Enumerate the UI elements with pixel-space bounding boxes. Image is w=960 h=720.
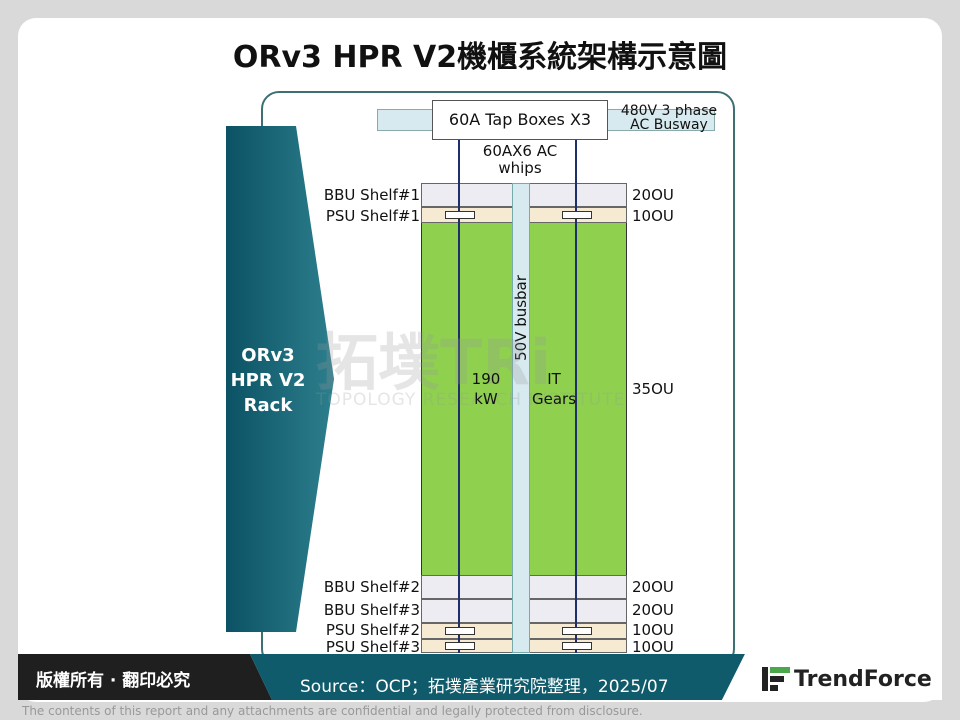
page-title: ORv3 HPR V2機櫃系統架構示意圖 xyxy=(232,40,728,75)
shelf-size: 10OU xyxy=(632,621,674,639)
rack-arrow-line: HPR V2 xyxy=(230,370,306,391)
psu-connector xyxy=(562,627,592,635)
brand-name: TrendForce xyxy=(794,667,932,692)
ac-whip-cable-right xyxy=(575,140,577,653)
psu-connector xyxy=(562,211,592,219)
shelf-label: BBU Shelf#3 xyxy=(323,601,420,619)
shelf-size: 10OU xyxy=(632,638,674,656)
rack-arrow-shape xyxy=(226,126,334,632)
shelf-size: 20OU xyxy=(632,601,674,619)
dc-busbar xyxy=(512,183,530,653)
whips-label-line: 60AX6 AC xyxy=(482,142,558,160)
bottom-band xyxy=(18,654,942,700)
shelf-label: PSU Shelf#3 xyxy=(325,638,420,656)
shelf-label: BBU Shelf#1 xyxy=(323,186,420,204)
watermark-logo: 拓墣TRi xyxy=(316,326,552,399)
busway-label: 480V 3 phase AC Busway xyxy=(612,104,726,132)
rack-arrow-line: ORv3 xyxy=(241,345,295,366)
it-gears-line: Gears xyxy=(531,390,577,408)
psu-connector xyxy=(445,211,475,219)
shelf-label: PSU Shelf#1 xyxy=(325,207,420,225)
whips-label-line: whips xyxy=(498,159,542,177)
power-value: 190 xyxy=(471,370,501,388)
psu-connector xyxy=(562,642,592,650)
shelf-size: 10OU xyxy=(632,207,674,225)
copyright-notice: 版權所有 · 翻印必究 xyxy=(36,671,191,691)
psu-connector xyxy=(445,642,475,650)
shelf-size: 20OU xyxy=(632,186,674,204)
power-label: 190 kW xyxy=(466,369,506,409)
ac-whip-cable-left xyxy=(458,140,460,653)
it-gears-label: IT Gears xyxy=(530,369,578,409)
psu-connector xyxy=(445,627,475,635)
shelf-size: 20OU xyxy=(632,578,674,596)
rack-arrow-line: Rack xyxy=(243,395,293,416)
tap-boxes: 60A Tap Boxes X3 xyxy=(432,100,608,140)
busway-label-line: AC Busway xyxy=(630,117,708,133)
watermark-text: TOPOLOGY RESEARCH INSTITUTE xyxy=(316,390,626,410)
power-unit: kW xyxy=(474,390,498,408)
ac-whips-label: 60AX6 AC whips xyxy=(470,143,570,177)
shelf-label: BBU Shelf#2 xyxy=(323,578,420,596)
trendforce-logo-icon xyxy=(762,667,790,691)
source-note: Source：OCP；拓墣產業研究院整理，2025/07 xyxy=(300,677,669,697)
rack-arrow-label: ORv3 HPR V2 Rack xyxy=(226,343,310,418)
it-gears-line: IT xyxy=(547,370,561,388)
shelf-label: PSU Shelf#2 xyxy=(325,621,420,639)
it-zone-size: 35OU xyxy=(632,380,674,398)
confidentiality-footer: The contents of this report and any atta… xyxy=(22,704,643,718)
busway-label-line: 480V 3 phase xyxy=(620,103,718,119)
